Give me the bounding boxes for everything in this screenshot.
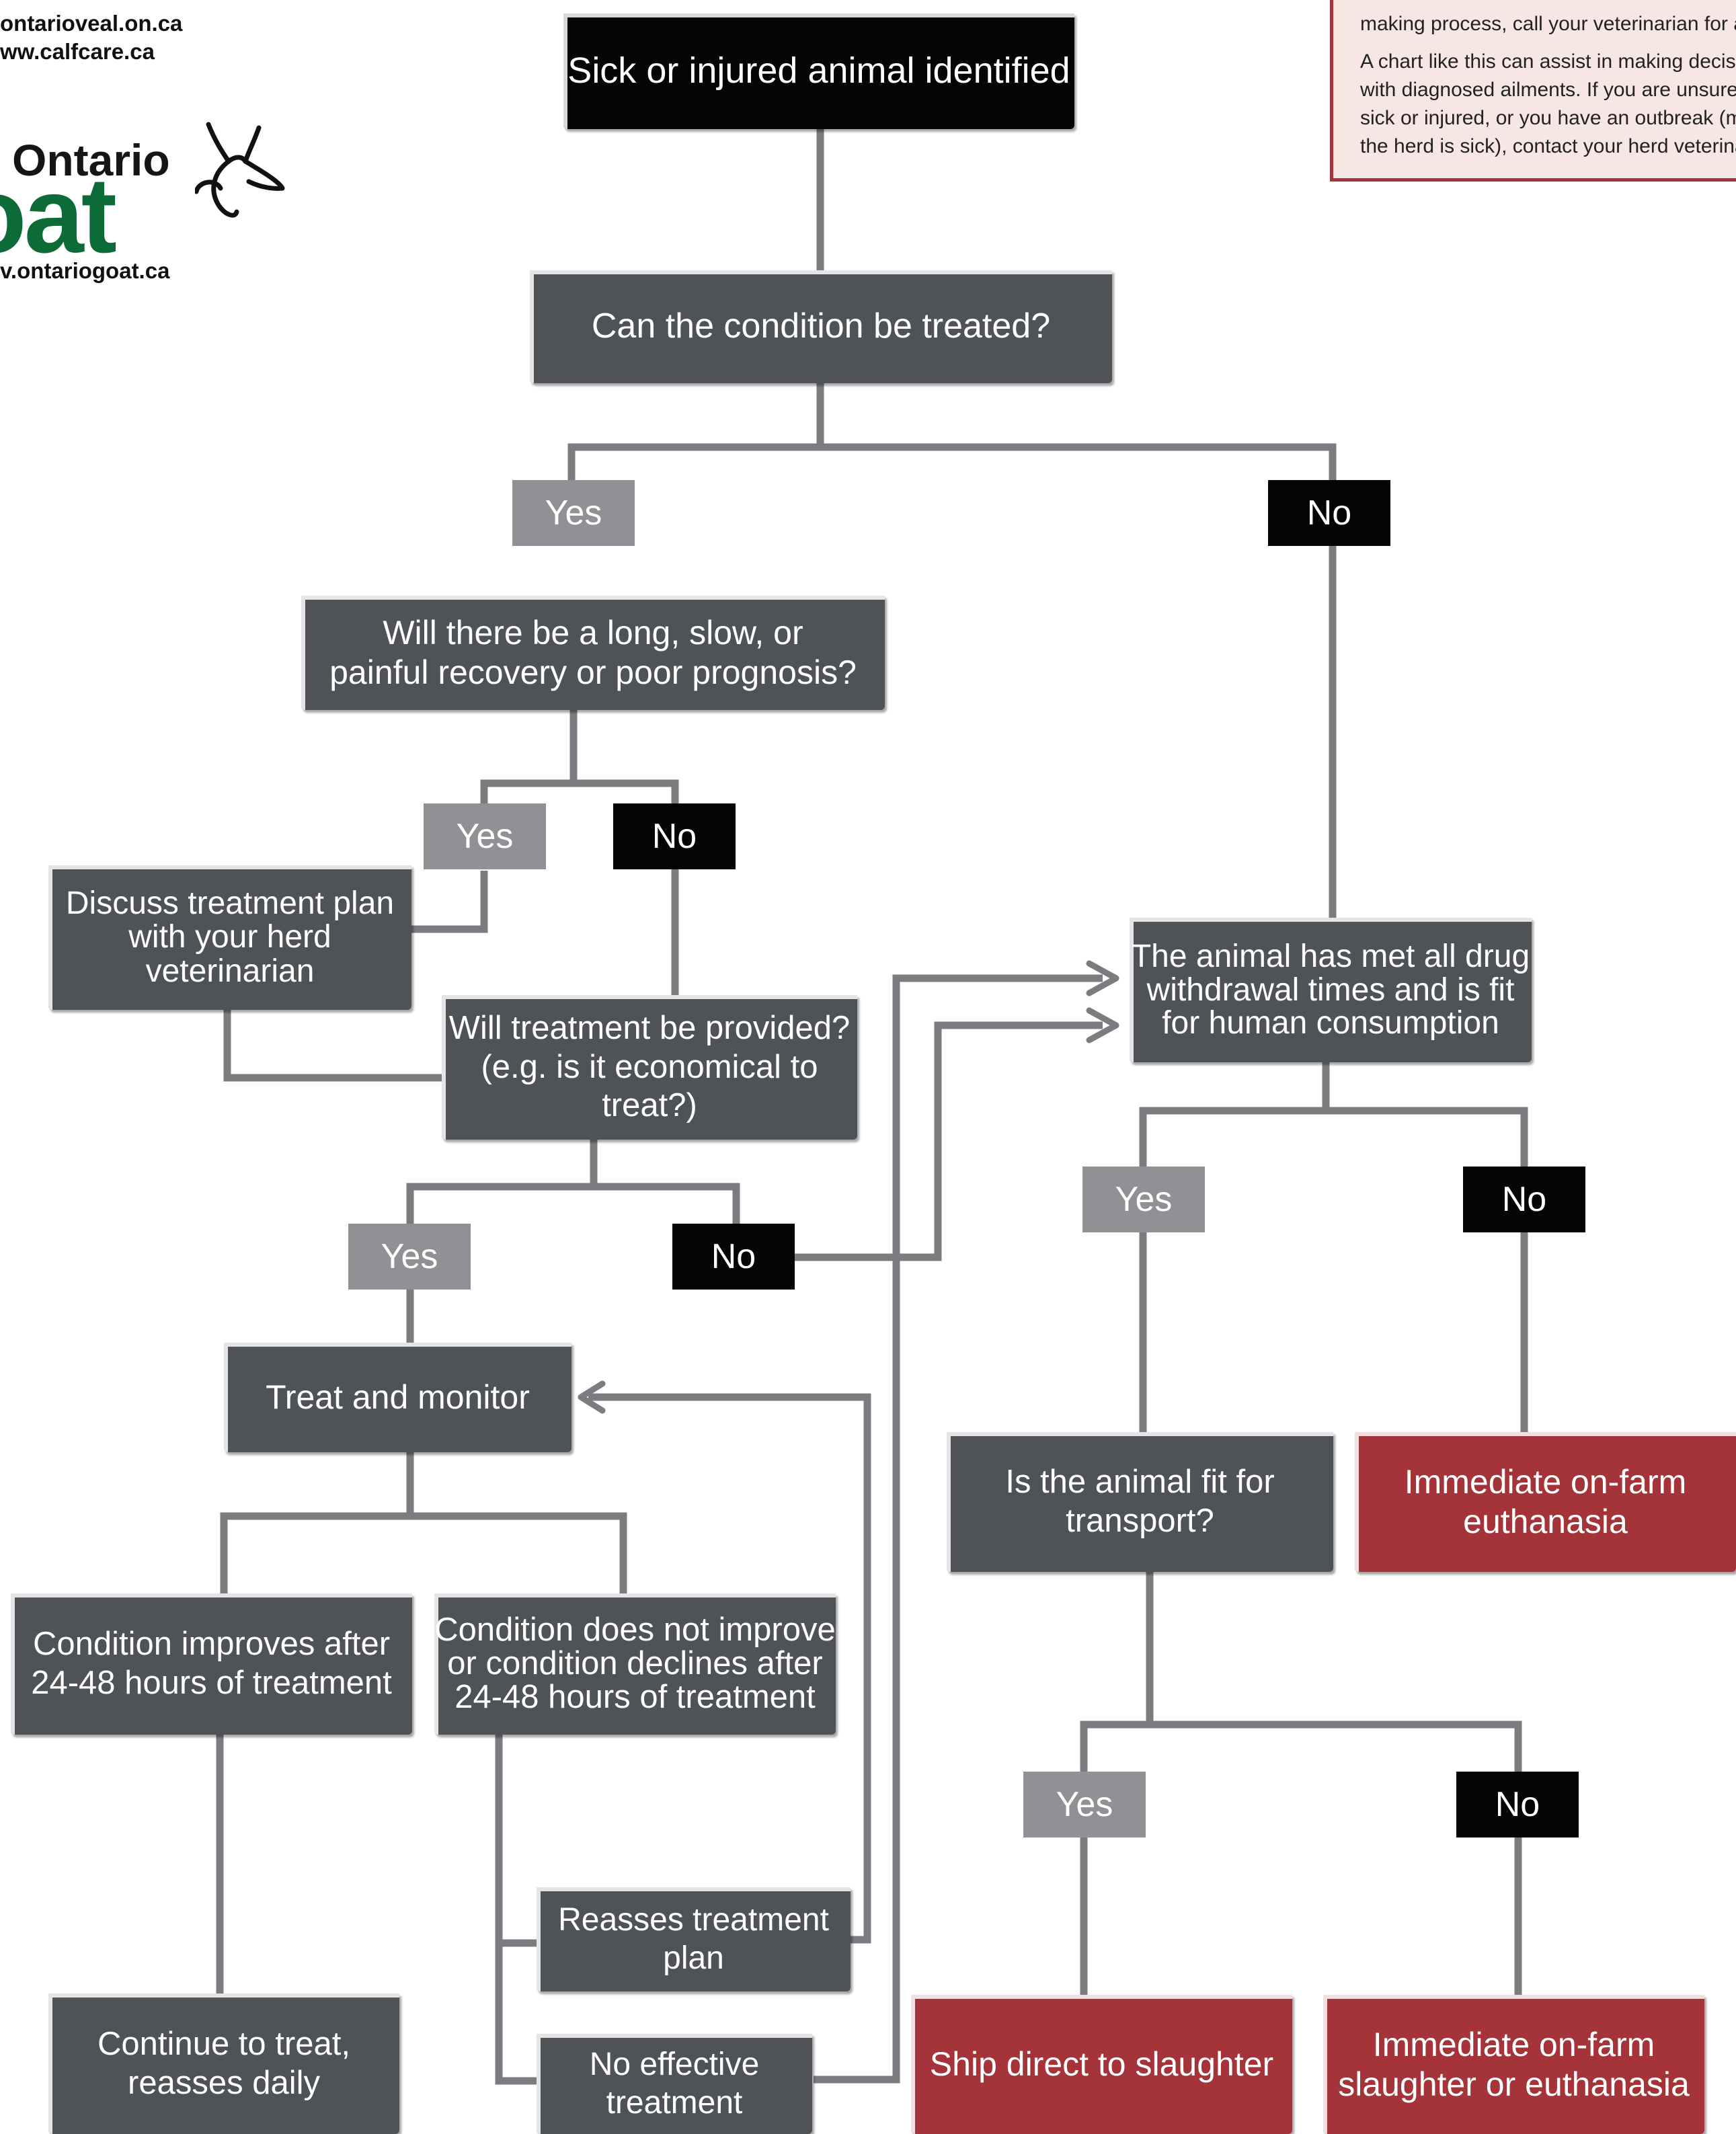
condition-improves-text: Condition improves after 24-48 hours of … bbox=[31, 1626, 392, 1701]
question-treatment-provided-text: Will treatment be provided? (e.g. is it … bbox=[448, 1009, 851, 1124]
no-effective-treatment: No effective treatment bbox=[537, 2034, 812, 2134]
note-line: the herd is sick), contact your herd vet… bbox=[1360, 135, 1736, 157]
yes-label-treatable: Yes bbox=[512, 480, 635, 546]
ship-to-slaughter: Ship direct to slaughter bbox=[911, 1995, 1292, 2134]
question-fit-for-transport-text: Is the animal fit for transport? bbox=[1005, 1464, 1275, 1539]
logo-word-ontario: Ontario bbox=[12, 135, 170, 185]
yes-label-recovery: Yes bbox=[424, 803, 546, 869]
treat-and-monitor: Treat and monitor bbox=[224, 1343, 571, 1452]
no-label-treatable: No bbox=[1268, 480, 1390, 546]
slaughter-or-euthanasia: Immediate on-farm slaughter or euthanasi… bbox=[1323, 1995, 1704, 2134]
note-box: making process, call your veterinarian f… bbox=[1330, 0, 1736, 182]
continue-to-treat: Continue to treat, reasses daily bbox=[48, 1993, 399, 2134]
goat-head-icon bbox=[195, 122, 285, 218]
note-paragraph: A chart like this can assist in making d… bbox=[1360, 48, 1736, 161]
note-line: sick or injured, or you have an outbreak… bbox=[1360, 107, 1736, 129]
treat-and-monitor-text: Treat and monitor bbox=[266, 1378, 530, 1416]
start-node: Sick or injured animal identified bbox=[563, 13, 1074, 129]
yes-label-treatment-provided: Yes bbox=[348, 1224, 471, 1290]
question-recovery-text: Will there be a long, slow, or painful r… bbox=[329, 614, 857, 691]
logo-website[interactable]: v.ontariogoat.ca bbox=[0, 258, 170, 283]
immediate-euthanasia: Immediate on-farm euthanasia bbox=[1355, 1432, 1736, 1572]
note-line: making process, call your veterinarian f… bbox=[1360, 13, 1736, 35]
website-calfcare[interactable]: ww.calfcare.ca bbox=[0, 39, 155, 64]
contact-websites: ontarioveal.on.ca ww.calfcare.ca bbox=[0, 9, 182, 66]
immediate-euthanasia-text: Immediate on-farm euthanasia bbox=[1404, 1463, 1687, 1540]
ship-to-slaughter-text: Ship direct to slaughter bbox=[929, 2045, 1274, 2083]
question-fit-for-transport: Is the animal fit for transport? bbox=[947, 1432, 1333, 1572]
discuss-treatment-plan: Discuss treatment plan with your herd ve… bbox=[48, 865, 411, 1010]
note-line: A chart like this can assist in making d… bbox=[1360, 50, 1736, 73]
no-label-treatment-provided: No bbox=[672, 1224, 795, 1290]
no-effective-treatment-text: No effective treatment bbox=[589, 2046, 760, 2121]
continue-to-treat-text: Continue to treat, reasses daily bbox=[97, 2025, 350, 2101]
question-treatment-provided: Will treatment be provided? (e.g. is it … bbox=[442, 995, 857, 1140]
yes-label-withdrawal: Yes bbox=[1082, 1167, 1205, 1232]
question-withdrawal: The animal has met all drug withdrawal t… bbox=[1130, 918, 1532, 1062]
no-label-recovery: No bbox=[613, 803, 736, 869]
note-line: with diagnosed ailments. If you are unsu… bbox=[1360, 79, 1736, 101]
question-treatable-text: Can the condition be treated? bbox=[591, 307, 1051, 346]
condition-improves: Condition improves after 24-48 hours of … bbox=[11, 1593, 412, 1735]
start-node-text: Sick or injured animal identified bbox=[567, 50, 1070, 91]
reassess-treatment-plan: Reasses treatment plan bbox=[537, 1887, 851, 1991]
website-ontarioveal[interactable]: ontarioveal.on.ca bbox=[0, 11, 183, 36]
no-label-withdrawal: No bbox=[1463, 1167, 1585, 1232]
question-treatable: Can the condition be treated? bbox=[530, 270, 1112, 383]
yes-label-transport: Yes bbox=[1023, 1772, 1146, 1837]
question-withdrawal-text: The animal has met all drug withdrawal t… bbox=[1131, 939, 1530, 1041]
question-recovery: Will there be a long, slow, or painful r… bbox=[301, 596, 885, 710]
condition-not-improve-text: Condition does not improve or condition … bbox=[434, 1612, 836, 1715]
reassess-treatment-plan-text: Reasses treatment plan bbox=[558, 1901, 829, 1976]
discuss-treatment-plan-text: Discuss treatment plan with your herd ve… bbox=[65, 885, 395, 989]
logo-word-goat: oat bbox=[0, 155, 117, 275]
slaughter-or-euthanasia-text: Immediate on-farm slaughter or euthanasi… bbox=[1338, 2025, 1690, 2103]
no-label-transport: No bbox=[1456, 1772, 1579, 1837]
condition-not-improve: Condition does not improve or condition … bbox=[434, 1593, 836, 1735]
